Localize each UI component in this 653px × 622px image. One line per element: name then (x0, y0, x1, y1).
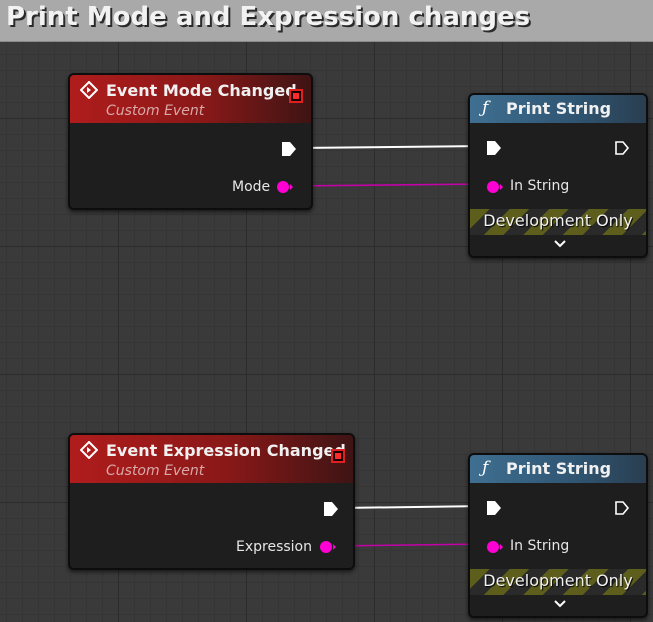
development-only-band (470, 569, 646, 595)
string-pin-icon[interactable] (486, 540, 504, 554)
node-title: Event Expression Changed (106, 441, 346, 460)
param-label: Expression (236, 539, 312, 555)
param-label: Mode (232, 179, 271, 195)
function-node-header: ƒ Print String (470, 95, 646, 123)
string-pin-icon[interactable] (276, 180, 294, 194)
event-diamond-icon (80, 81, 98, 99)
event-node-header: Event Expression Changed Custom Event (70, 435, 353, 483)
event-node-mode-changed[interactable]: Event Mode Changed Custom Event Mode (68, 73, 313, 210)
node-title: Event Mode Changed (106, 81, 297, 100)
string-pin-icon[interactable] (486, 180, 504, 194)
exec-out-pin[interactable] (281, 141, 297, 157)
comment-title: Print Mode and Expression changes (6, 2, 531, 32)
string-wire-2[interactable] (333, 543, 487, 547)
exec-out-pin[interactable] (614, 140, 630, 156)
exec-out-pin[interactable] (614, 500, 630, 516)
print-string-node-2[interactable]: ƒ Print String In String Development Onl… (468, 453, 648, 618)
development-only-label: Development Only (483, 571, 633, 590)
function-f-icon: ƒ (482, 98, 489, 118)
function-node-header: ƒ Print String (470, 455, 646, 483)
exec-wire-1[interactable] (295, 145, 487, 149)
node-subtitle: Custom Event (106, 103, 205, 119)
function-f-icon: ƒ (482, 458, 489, 478)
print-string-node-1[interactable]: ƒ Print String In String Development Onl… (468, 93, 648, 258)
input-label: In String (510, 538, 570, 554)
exec-wire-2[interactable] (339, 505, 487, 509)
event-node-expression-changed[interactable]: Event Expression Changed Custom Event Ex… (68, 433, 355, 570)
event-node-header: Event Mode Changed Custom Event (70, 75, 311, 123)
delegate-square-icon[interactable] (289, 89, 303, 103)
event-diamond-icon (80, 441, 98, 459)
chevron-down-icon[interactable] (553, 599, 567, 609)
input-label: In String (510, 178, 570, 194)
delegate-square-icon[interactable] (331, 449, 345, 463)
exec-in-pin[interactable] (486, 140, 502, 156)
exec-in-pin[interactable] (486, 500, 502, 516)
string-pin-icon[interactable] (319, 540, 337, 554)
string-wire-1[interactable] (291, 183, 487, 187)
development-only-label: Development Only (483, 211, 633, 230)
chevron-down-icon[interactable] (553, 239, 567, 249)
node-subtitle: Custom Event (106, 463, 205, 479)
comment-box-header[interactable]: Print Mode and Expression changes (0, 0, 653, 42)
exec-out-pin[interactable] (323, 501, 339, 517)
development-only-band (470, 209, 646, 235)
node-title: Print String (506, 99, 612, 118)
node-title: Print String (506, 459, 612, 478)
